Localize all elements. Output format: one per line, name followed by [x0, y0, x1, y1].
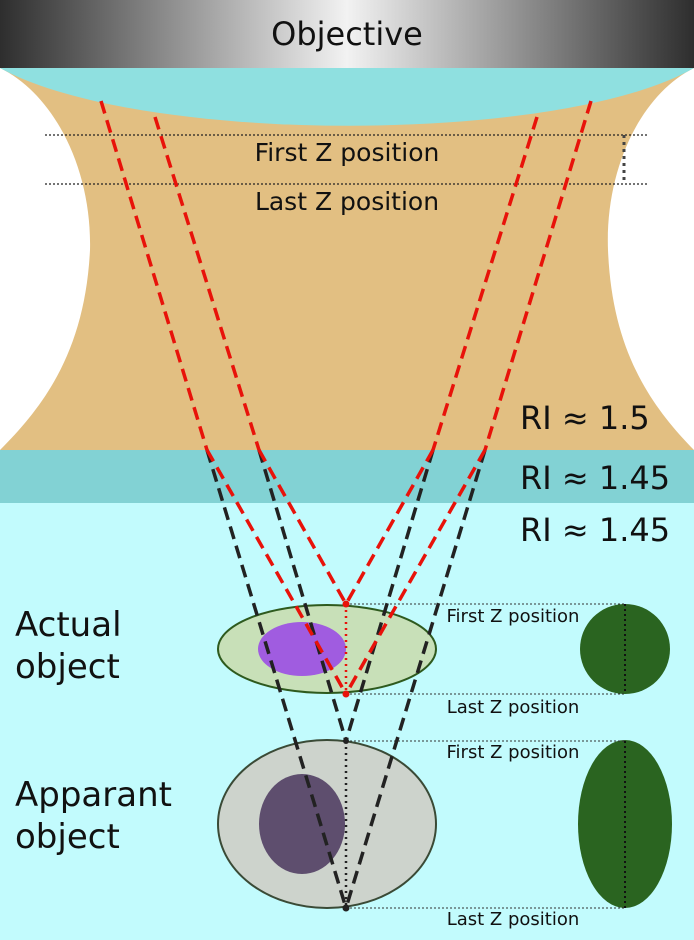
- sample-ri-label: RI ≈ 1.45: [520, 511, 670, 549]
- actual-first-z-label: First Z position: [447, 606, 580, 627]
- black-ray-inner-left: [257, 449, 348, 742]
- apparent-last-z-label: Last Z position: [447, 909, 580, 930]
- red-ray-outer-left-sample: [205, 449, 348, 695]
- red-ray-inner-right-sample: [344, 449, 435, 605]
- red-ray-inner-left-sample: [257, 449, 348, 605]
- apparent-object-label-line1: Apparant: [15, 775, 172, 815]
- oil-last-z-label: Last Z position: [255, 187, 439, 216]
- black-ray-group: [205, 449, 487, 909]
- objective-housing: [0, 0, 694, 68]
- red-ray-group: [99, 100, 593, 695]
- red-ray-outer-left-oil: [99, 100, 209, 451]
- actual-object-label-line2: object: [15, 647, 120, 687]
- objective-label: Objective: [271, 15, 423, 53]
- apparent-object-side-view: [578, 740, 672, 908]
- red-ray-inner-right-oil: [431, 116, 539, 451]
- red-ray-inner-left-oil: [153, 116, 261, 451]
- red-ray-outer-right-oil: [483, 100, 593, 451]
- actual-focus-top: [342, 600, 350, 608]
- coverslip-ri-label: RI ≈ 1.45: [520, 459, 670, 497]
- red-ray-outer-right-sample: [344, 449, 487, 695]
- black-ray-inner-right: [344, 449, 435, 742]
- immersion-oil: [0, 68, 694, 450]
- apparent-object-label-line2: object: [15, 817, 120, 857]
- actual-last-z-label: Last Z position: [447, 697, 580, 718]
- apparent-focus-top: [343, 738, 349, 744]
- objective-lens: [0, 68, 694, 126]
- oil-first-z-label: First Z position: [255, 138, 440, 167]
- oil-ri-label: RI ≈ 1.5: [520, 399, 650, 437]
- actual-focus-bottom: [342, 690, 350, 698]
- coverslip: [0, 450, 694, 503]
- apparent-object-nucleus: [259, 774, 345, 874]
- apparent-first-z-label: First Z position: [447, 742, 580, 763]
- apparent-focus-bottom: [342, 904, 350, 912]
- actual-object-label-line1: Actual: [15, 605, 122, 645]
